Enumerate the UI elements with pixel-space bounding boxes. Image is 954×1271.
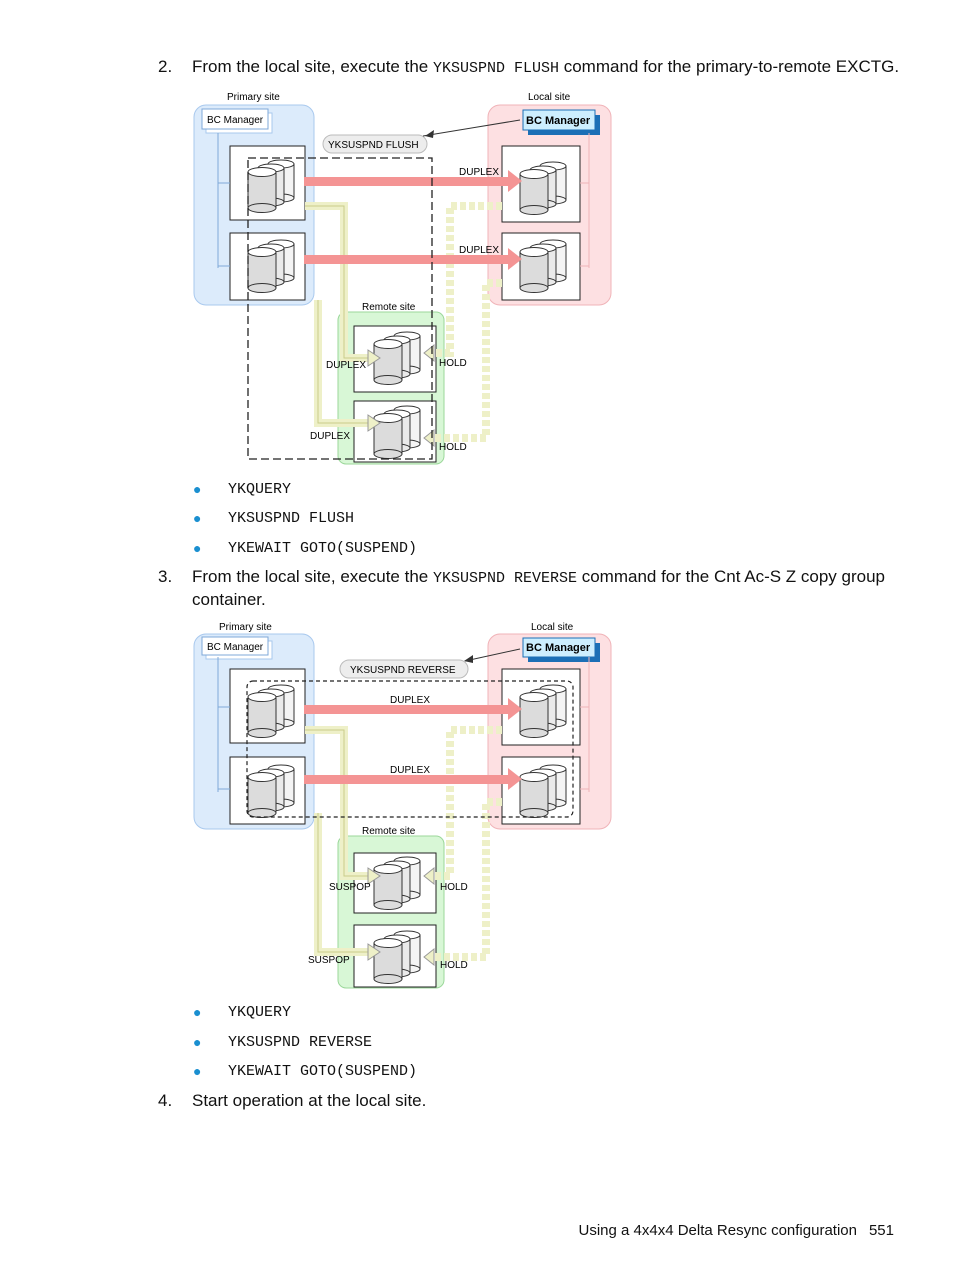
bullet-icon: ●	[193, 510, 202, 526]
remote-state-2: DUPLEX	[310, 431, 350, 442]
duplex-label-top: DUPLEX	[390, 695, 430, 706]
bullet-icon: ●	[193, 1063, 202, 1079]
remote-state-2: SUSPOP	[308, 955, 350, 966]
duplex-label-mid: DUPLEX	[459, 245, 499, 256]
primary-site-label: Primary site	[219, 622, 272, 633]
hold-label-2: HOLD	[439, 442, 467, 453]
step-number: 4.	[158, 1091, 173, 1110]
bullet-icon: ●	[193, 1034, 202, 1050]
diagram-reverse: Primary site Local site Remote site BC M…	[193, 622, 612, 989]
page-footer: Using a 4x4x4 Delta Resync configuration…	[566, 1222, 894, 1239]
step-text: From the local site, execute the YKSUSPN…	[192, 567, 886, 609]
local-site-label: Local site	[531, 622, 574, 633]
step-text: Start operation at the local site.	[192, 1091, 427, 1110]
diagram-flush: Primary site Local site Remote site BC M…	[193, 92, 612, 465]
hold-label-2: HOLD	[440, 960, 468, 971]
step-number: 3.	[158, 567, 173, 586]
bc-manager-local: BC Manager	[526, 642, 591, 654]
step-text: From the local site, execute the YKSUSPN…	[192, 57, 900, 77]
step-number: 2.	[158, 57, 173, 76]
primary-site-label: Primary site	[227, 92, 280, 103]
bullet-icon: ●	[193, 481, 202, 497]
page-number: 551	[868, 1222, 894, 1239]
remote-state-1: SUSPOP	[329, 882, 371, 893]
bullet-icon: ●	[193, 540, 202, 556]
hold-label-1: HOLD	[439, 358, 467, 369]
footer-title: Using a 4x4x4 Delta Resync configuration	[578, 1222, 857, 1239]
bc-manager-primary: BC Manager	[207, 115, 264, 126]
bc-manager-local: BC Manager	[526, 115, 591, 127]
hold-label-1: HOLD	[440, 882, 468, 893]
duplex-label-top: DUPLEX	[459, 167, 499, 178]
command-bubble: YKSUSPND FLUSH	[328, 140, 419, 151]
bullet-icon: ●	[193, 1004, 202, 1020]
remote-site-label: Remote site	[362, 302, 416, 313]
remote-state-1: DUPLEX	[326, 360, 366, 371]
remote-site-label: Remote site	[362, 826, 416, 837]
bc-manager-primary: BC Manager	[207, 642, 264, 653]
command-bubble: YKSUSPND REVERSE	[350, 665, 456, 676]
duplex-label-mid: DUPLEX	[390, 765, 430, 776]
local-site-label: Local site	[528, 92, 571, 103]
